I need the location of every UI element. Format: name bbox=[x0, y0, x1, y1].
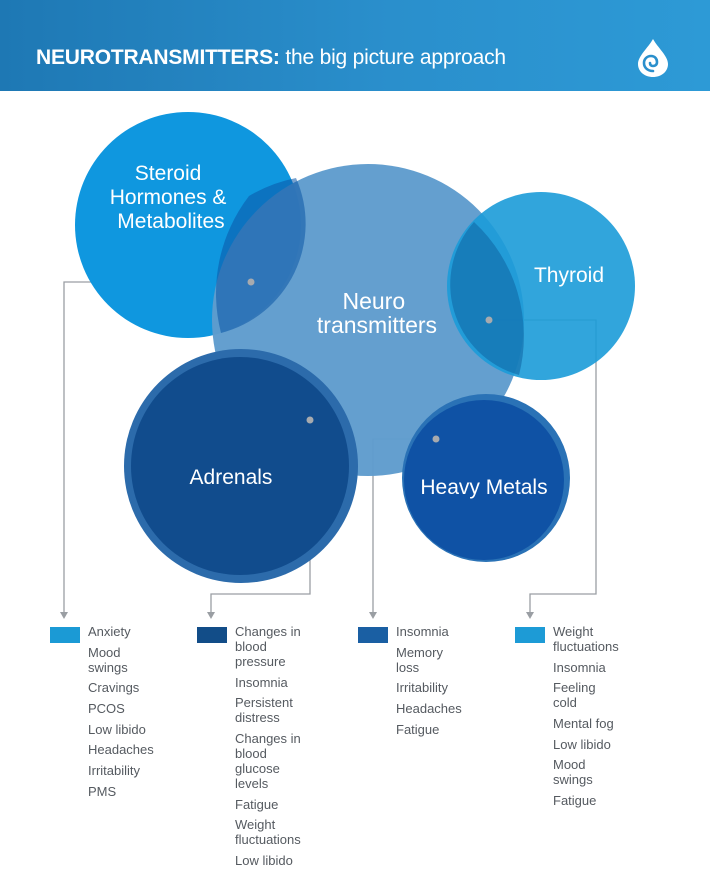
arrow-thyroid bbox=[526, 612, 534, 619]
symptom-item: Irritability bbox=[396, 680, 449, 696]
symptom-item: Mental fog bbox=[553, 716, 614, 732]
legend-swatch bbox=[50, 627, 80, 643]
arrow-steroid bbox=[60, 612, 68, 619]
symptom-item: Persistent distress bbox=[235, 695, 293, 726]
label-line: Thyroid bbox=[534, 264, 604, 287]
dot-thyroid bbox=[485, 316, 493, 324]
label-line: transmitters bbox=[317, 312, 437, 338]
symptom-item: Insomnia bbox=[396, 624, 449, 639]
label-line: Neuro bbox=[342, 288, 405, 314]
symptom-item: Changes in blood pressure bbox=[235, 624, 301, 669]
symptom-item: Mood swings bbox=[553, 757, 593, 788]
label-line: Metabolites bbox=[117, 210, 224, 233]
symptom-item: Anxiety bbox=[88, 624, 131, 639]
label-line: Steroid bbox=[135, 162, 202, 185]
title-bold: NEUROTRANSMITTERS: bbox=[36, 46, 280, 69]
label-line: Adrenals bbox=[190, 466, 273, 489]
dot-adrenals bbox=[306, 416, 314, 424]
symptom-item: Irritability bbox=[88, 763, 141, 779]
label-line: Hormones & bbox=[110, 186, 227, 209]
symptom-item: Feeling cold bbox=[553, 680, 596, 711]
page-title: NEUROTRANSMITTERS: the big picture appro… bbox=[36, 46, 506, 70]
circle-adrenals bbox=[131, 357, 349, 575]
dot-steroid bbox=[247, 278, 255, 286]
symptom-item: Changes in blood glucose levels bbox=[235, 731, 301, 792]
label-neurotransmitters: Neuro transmitters bbox=[317, 288, 437, 338]
symptom-item: Insomnia bbox=[235, 674, 288, 690]
drop-spiral-icon bbox=[638, 39, 668, 77]
arrow-heavy-metals bbox=[369, 612, 377, 619]
symptom-item: Low libido bbox=[553, 736, 611, 752]
arrow-adrenals bbox=[207, 612, 215, 619]
label-heavy-metals: Heavy Metals bbox=[420, 476, 547, 499]
symptom-item: Weight fluctuations bbox=[553, 624, 619, 654]
legend-swatch bbox=[358, 627, 388, 643]
overlap-thyroid-neuro bbox=[450, 222, 524, 375]
dot-heavy-metals bbox=[432, 435, 440, 443]
symptom-item: Headaches bbox=[396, 701, 462, 717]
label-adrenals: Adrenals bbox=[190, 466, 273, 489]
legend-swatch bbox=[515, 627, 545, 643]
label-steroid-hormones: Steroid Hormones & Metabolites bbox=[110, 162, 233, 233]
legend-swatch bbox=[197, 627, 227, 643]
symptom-item: Weight fluctuations bbox=[235, 817, 301, 848]
symptom-item: Fatigue bbox=[396, 721, 440, 737]
symptom-item: Insomnia bbox=[553, 659, 606, 675]
title-subtitle: the big picture approach bbox=[279, 46, 506, 69]
label-line: Heavy Metals bbox=[420, 476, 547, 499]
symptom-item: Low libido bbox=[88, 721, 146, 737]
symptom-item: Memory loss bbox=[396, 644, 443, 675]
symptom-item: Cravings bbox=[88, 680, 140, 696]
circle-heavy-metals bbox=[404, 400, 564, 560]
symptom-item: PMS bbox=[88, 783, 117, 799]
symptom-item: Fatigue bbox=[553, 793, 597, 809]
symptom-item: Low libido bbox=[235, 853, 293, 869]
venn-diagram: Steroid Hormones & Metabolites Neuro tra… bbox=[60, 112, 635, 619]
label-thyroid: Thyroid bbox=[534, 264, 604, 287]
overlap-steroid-neuro bbox=[216, 178, 306, 333]
symptom-item: Fatigue bbox=[235, 796, 279, 812]
header-bar: NEUROTRANSMITTERS: the big picture appro… bbox=[0, 0, 710, 91]
symptom-item: Headaches bbox=[88, 742, 154, 758]
symptom-item: Mood swings bbox=[88, 644, 128, 675]
symptom-item: PCOS bbox=[88, 701, 125, 717]
